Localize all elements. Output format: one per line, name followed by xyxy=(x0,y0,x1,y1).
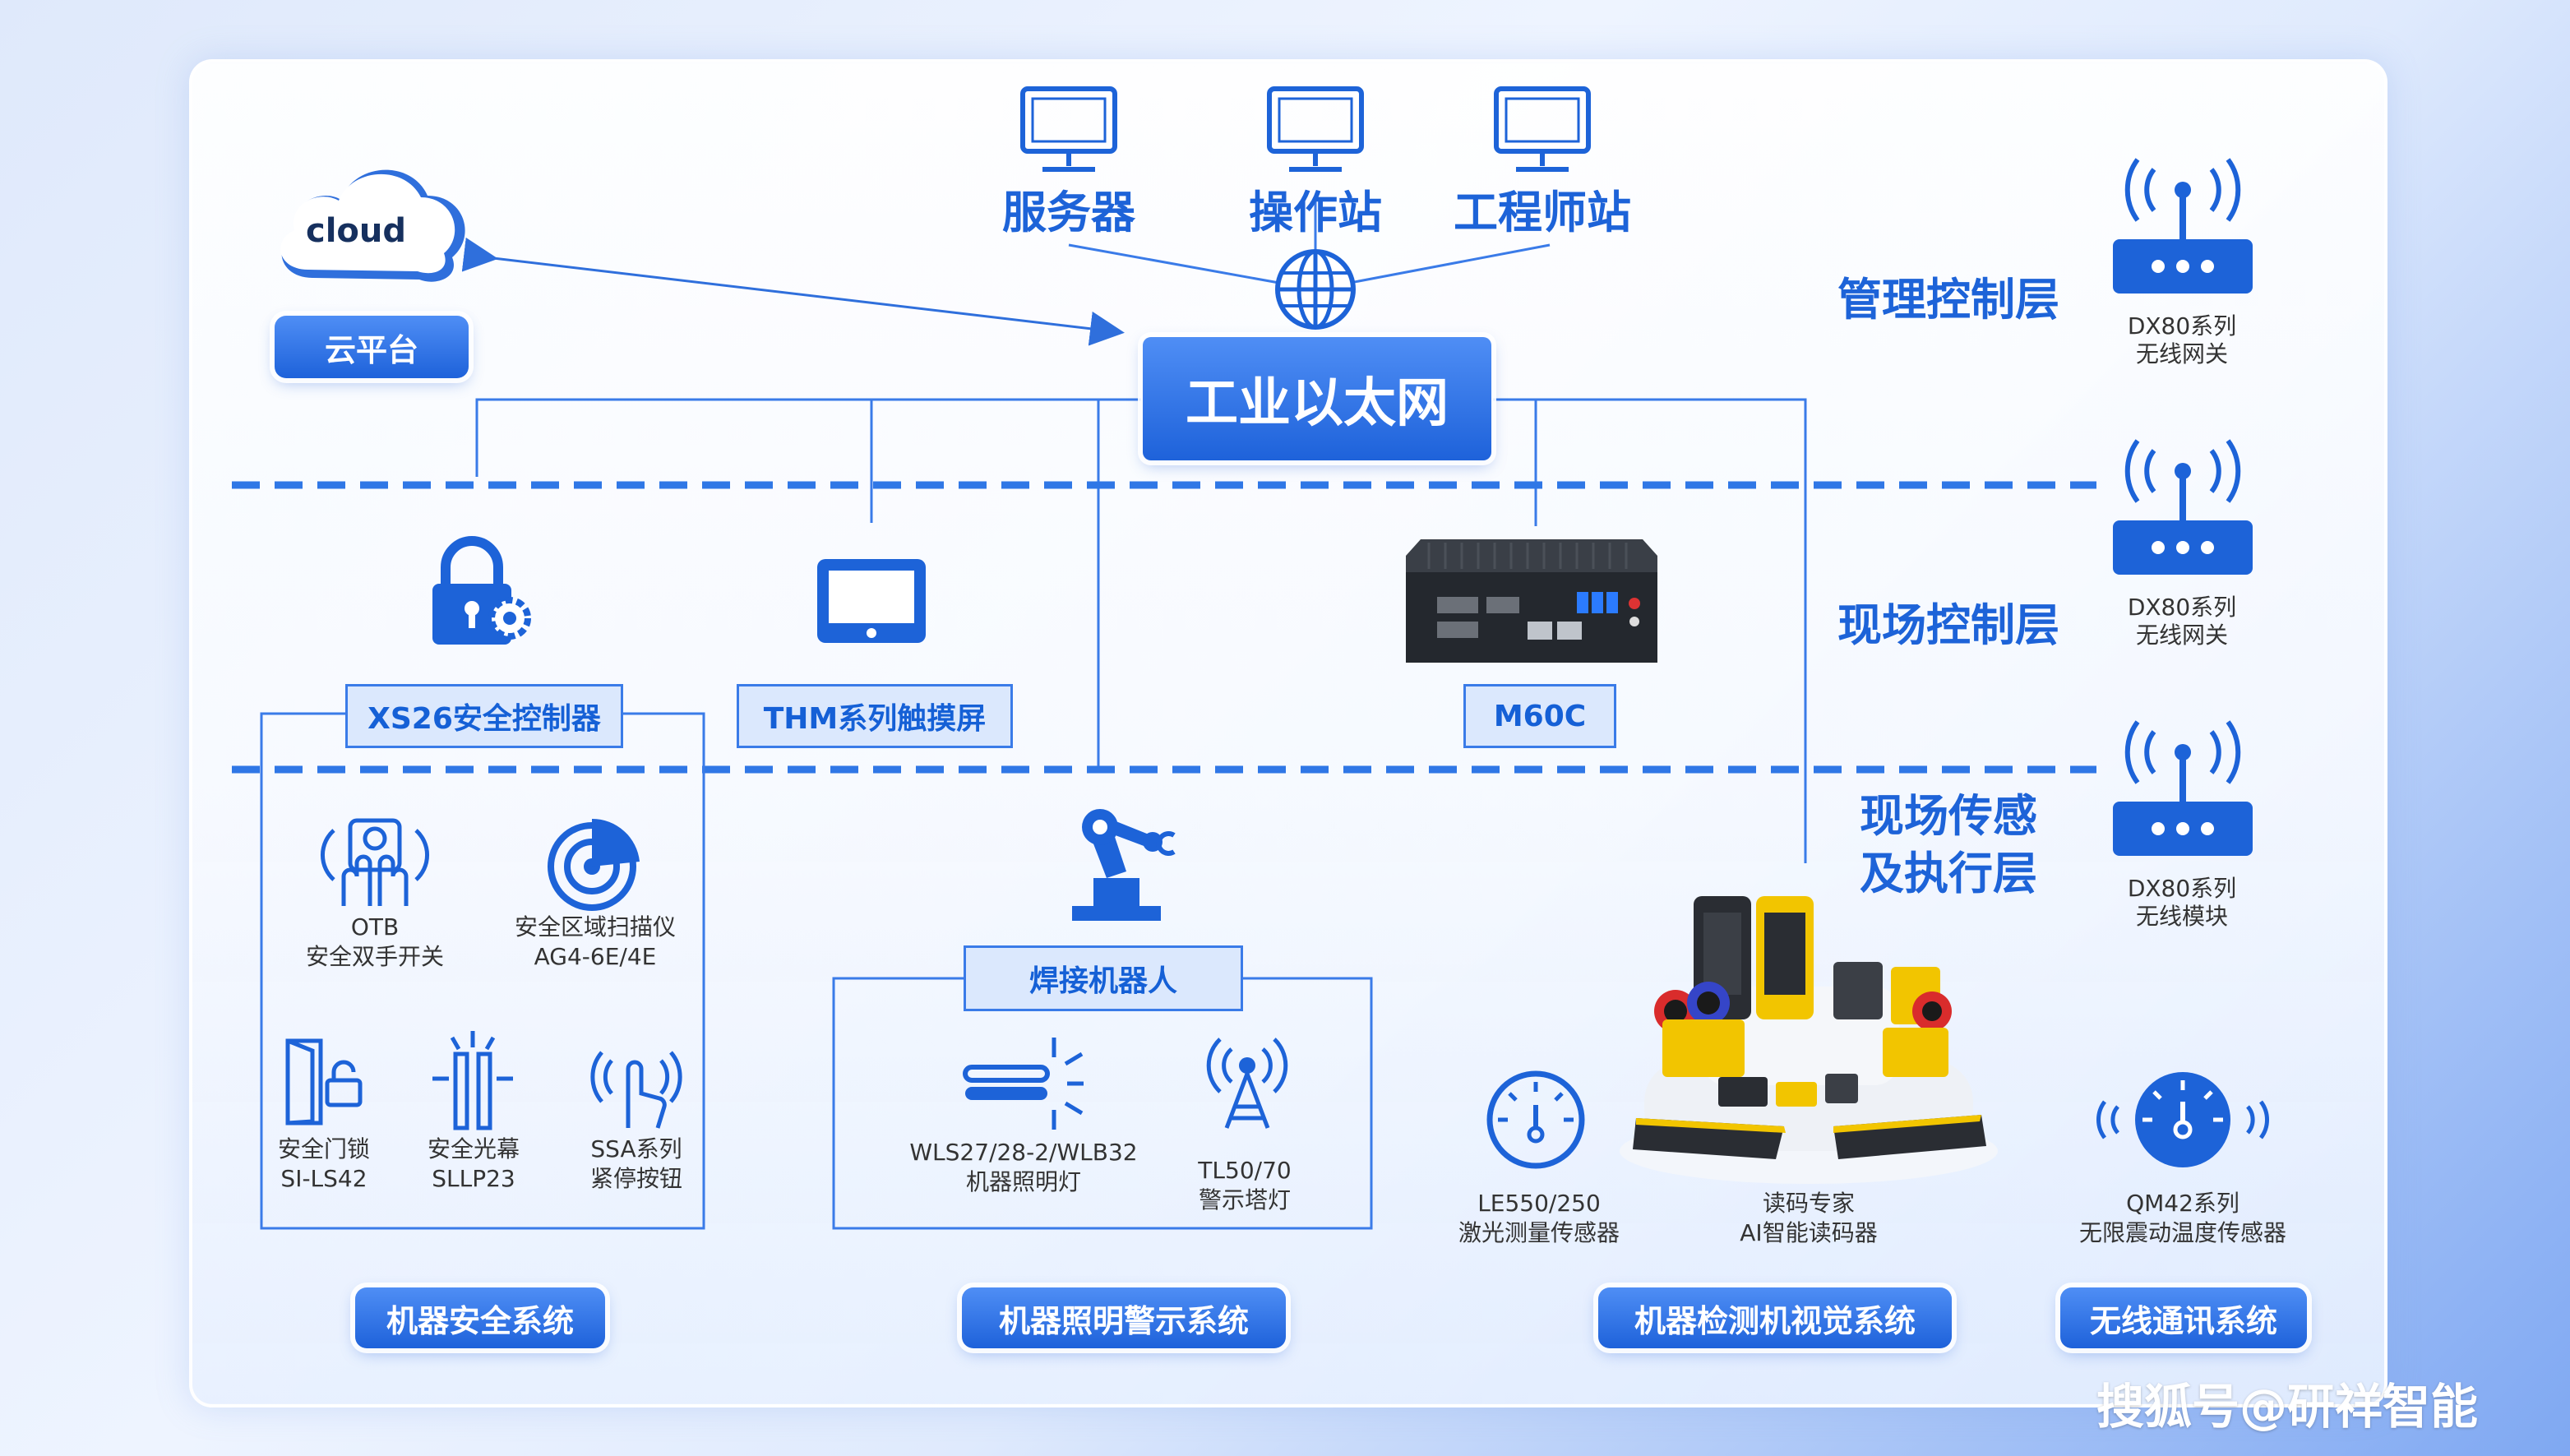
vibration-sensor-icon xyxy=(2088,1069,2277,1171)
pc-label-operator: 操作站 xyxy=(1249,187,1382,238)
code-readers-image xyxy=(1611,888,2006,1192)
layer-field-control: 现场控制层 xyxy=(1837,599,2059,651)
system-lighting-button[interactable]: 机器照明警示系统 xyxy=(962,1287,1286,1348)
signal-tower-icon xyxy=(1202,1033,1292,1131)
gateway-caption: DX80系列无线网关 xyxy=(2127,312,2237,367)
cloud-platform-button[interactable]: 云平台 xyxy=(275,316,469,378)
m60c-tag[interactable]: M60C xyxy=(1463,684,1616,748)
server-monitor-icon xyxy=(1018,86,1120,176)
welding-robot-tag[interactable]: 焊接机器人 xyxy=(964,945,1243,1011)
globe-icon xyxy=(1273,247,1358,332)
watermark: 搜狐号@研祥智能 xyxy=(2096,1379,2479,1435)
wireless-module-icon xyxy=(2105,715,2261,863)
layer-sense-exec-2: 及执行层 xyxy=(1860,848,2037,899)
touchscreen-tag[interactable]: THM系列触摸屏 xyxy=(737,684,1013,748)
emergency-stop-icon xyxy=(589,1036,684,1131)
gateway-caption: DX80系列无线模块 xyxy=(2127,875,2237,930)
cloud-text: cloud xyxy=(306,212,407,250)
layer-sense-exec-1: 现场传感 xyxy=(1860,790,2037,842)
wireless-gateway-icon xyxy=(2105,434,2261,582)
device-caption-qm42: QM42系列无限震动温度传感器 xyxy=(2078,1190,2286,1246)
lock-gear-icon xyxy=(428,536,534,649)
gateway-caption: DX80系列无线网关 xyxy=(2127,594,2237,649)
machine-light-icon xyxy=(962,1034,1085,1131)
area-scanner-icon xyxy=(544,812,646,914)
wireless-gateway-icon xyxy=(2105,153,2261,301)
industrial-ethernet-button[interactable]: 工业以太网 xyxy=(1143,337,1491,460)
pc-label-server: 服务器 xyxy=(1002,187,1135,238)
laser-gauge-icon xyxy=(1485,1069,1587,1171)
light-curtain-icon xyxy=(428,1029,518,1131)
engineer-monitor-icon xyxy=(1491,86,1593,176)
system-vision-button[interactable]: 机器检测机视觉系统 xyxy=(1598,1287,1952,1348)
door-lock-icon xyxy=(280,1033,370,1131)
tablet-icon xyxy=(814,556,929,646)
cloud-icon: cloud xyxy=(263,138,477,303)
system-wireless-button[interactable]: 无线通讯系统 xyxy=(2060,1287,2307,1348)
robot-arm-icon xyxy=(1061,802,1192,926)
system-safety-button[interactable]: 机器安全系统 xyxy=(355,1287,605,1348)
layer-management: 管理控制层 xyxy=(1837,274,2059,326)
industrial-pc-image xyxy=(1396,523,1667,679)
safety-controller-tag[interactable]: XS26安全控制器 xyxy=(345,684,623,748)
two-hand-switch-icon xyxy=(317,814,432,913)
device-caption-estop: SSA系列紧停按钮 xyxy=(589,1135,682,1192)
pc-label-engineer: 工程师站 xyxy=(1454,187,1631,238)
operator-monitor-icon xyxy=(1264,86,1366,176)
